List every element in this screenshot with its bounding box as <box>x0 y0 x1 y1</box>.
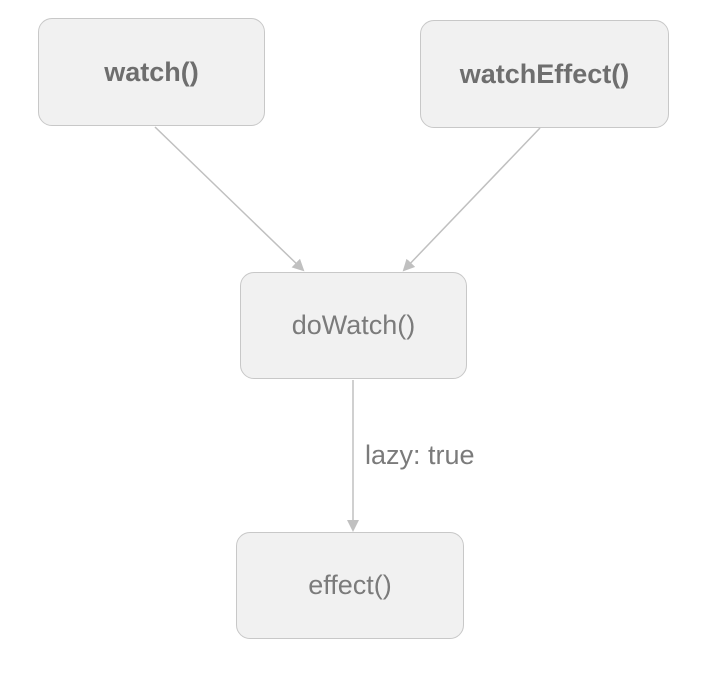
arrow-watch-to-dowatch <box>154 126 305 272</box>
node-watch-label: watch() <box>104 56 199 87</box>
node-effect: effect() <box>236 532 464 639</box>
node-do-watch-label: doWatch() <box>291 310 416 340</box>
node-watch-effect-label: watchEffect() <box>459 58 630 89</box>
arrow-watcheffect-to-dowatch <box>402 127 541 272</box>
node-do-watch: doWatch() <box>240 272 467 379</box>
edge-label-lazy: lazy: true <box>365 440 475 470</box>
node-watch: watch() <box>38 18 265 126</box>
node-watch-effect: watchEffect() <box>420 20 669 128</box>
node-effect-label: effect() <box>308 570 392 600</box>
